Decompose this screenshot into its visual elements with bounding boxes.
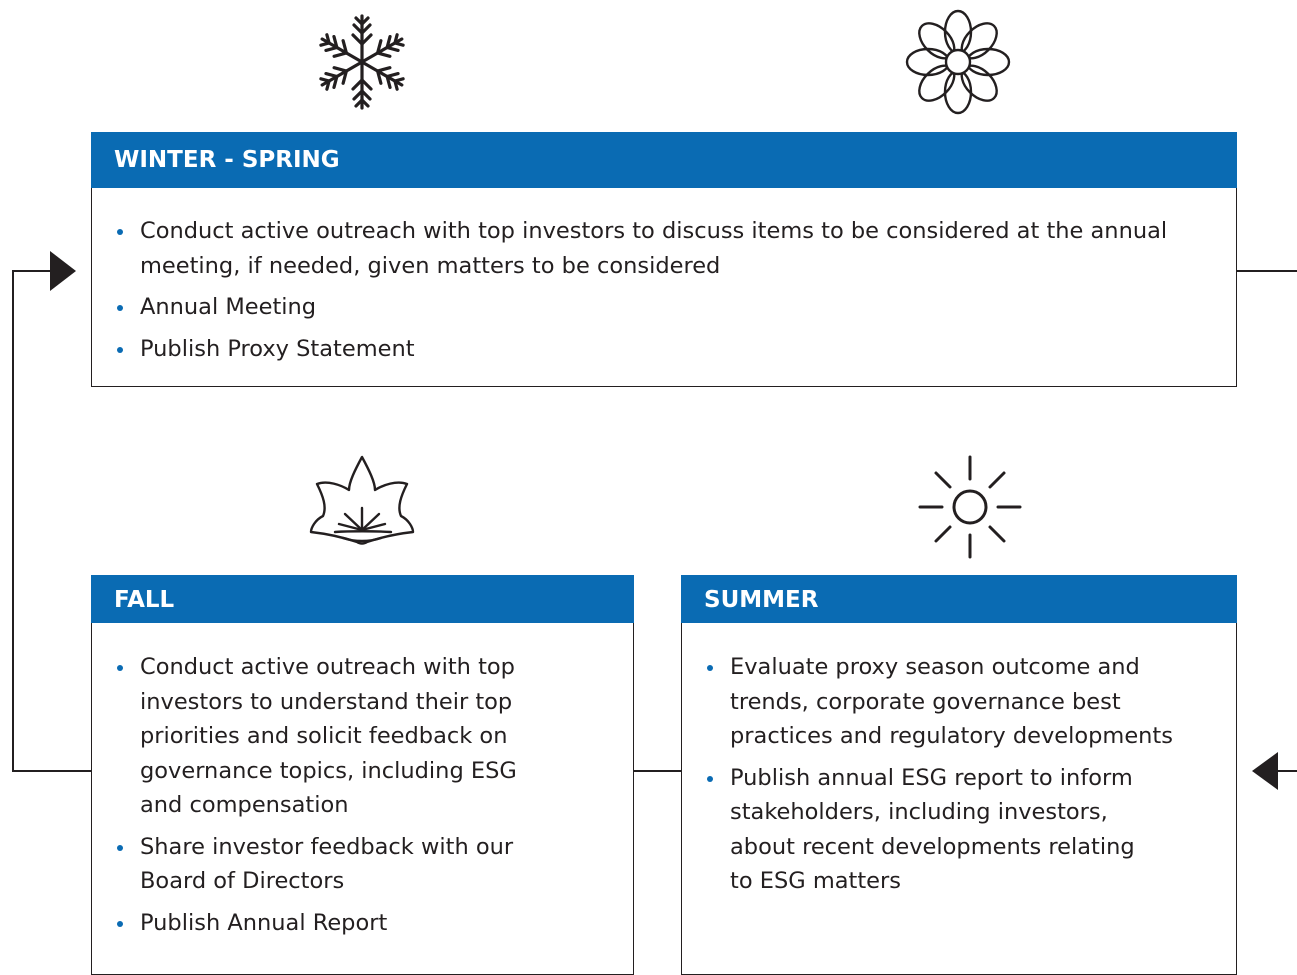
connector-left-vertical: [12, 270, 14, 771]
summer-title: SUMMER: [681, 575, 1237, 623]
connector-fall-left-horizontal: [12, 770, 92, 772]
connector-winter-right-horizontal: [1236, 270, 1297, 272]
connector-winter-left-horizontal: [12, 270, 52, 272]
list-item: Conduct active outreach with top investo…: [115, 650, 535, 823]
summer-list: Evaluate proxy season outcome and trends…: [705, 650, 1215, 906]
winter-spring-list: Conduct active outreach with top investo…: [115, 214, 1220, 373]
snowflake-icon: [314, 8, 410, 116]
connector-fall-summer: [633, 770, 682, 772]
fall-list: Conduct active outreach with top investo…: [115, 650, 535, 947]
list-item: Evaluate proxy season outcome and trends…: [705, 650, 1215, 754]
arrow-left-icon: [1252, 752, 1278, 790]
list-item: Annual Meeting: [115, 290, 1220, 325]
list-item: Publish Annual Report: [115, 906, 535, 941]
connector-summer-right-horizontal: [1276, 770, 1297, 772]
leaf-icon: [305, 452, 419, 548]
list-item: Share investor feedback with our Board o…: [115, 830, 535, 899]
list-item: Publish Proxy Statement: [115, 332, 1220, 367]
fall-title: FALL: [91, 575, 634, 623]
winter-spring-title: WINTER - SPRING: [91, 132, 1237, 188]
fall-panel: [91, 575, 634, 975]
list-item: Conduct active outreach with top investo…: [115, 214, 1220, 283]
list-item: Publish annual ESG report to inform stak…: [705, 761, 1215, 899]
sun-icon: [914, 453, 1026, 563]
arrow-right-icon: [50, 251, 76, 291]
summer-panel: [681, 575, 1237, 975]
flower-icon: [902, 8, 1014, 116]
